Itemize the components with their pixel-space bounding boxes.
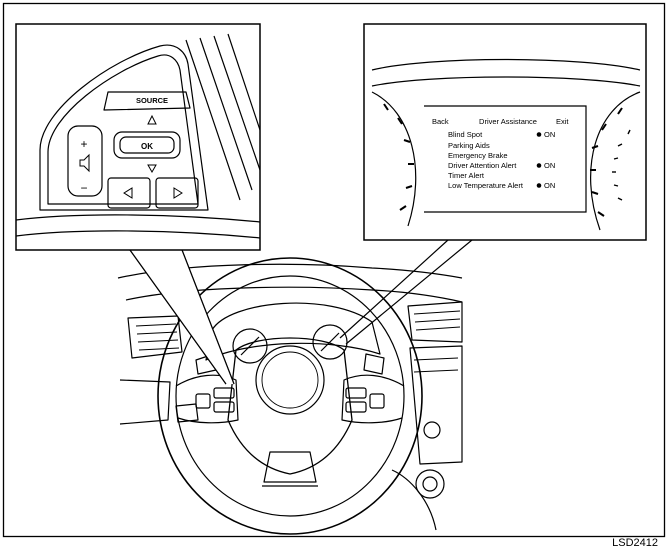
display-exit-label: Exit <box>556 117 569 126</box>
menu-item-status: ON <box>544 130 555 139</box>
dashboard-drawing <box>117 257 463 535</box>
menu-item-label: Driver Attention Alert <box>448 161 517 170</box>
menu-item-label: Timer Alert <box>448 171 485 180</box>
speaker-icon <box>79 153 90 173</box>
switch-detail-panel: SOURCE OK + − <box>15 23 261 251</box>
left-arrow-icon <box>123 187 133 199</box>
menu-item-label: Low Temperature Alert <box>448 181 524 190</box>
display-back-label: Back <box>432 117 449 126</box>
figure-code: LSD2412 <box>612 537 658 549</box>
menu-item-label: Parking Aids <box>448 141 490 150</box>
right-gauge-ticks <box>590 107 631 217</box>
display-detail-panel: Back Driver Assistance Exit Blind Spot P… <box>363 23 647 241</box>
down-arrow-icon <box>147 164 157 174</box>
up-arrow-icon <box>147 114 157 125</box>
volume-minus-label: − <box>80 181 87 195</box>
display-menu-list: Blind Spot Parking Aids Emergency Brake … <box>448 130 524 190</box>
callout-lines <box>129 239 473 385</box>
status-dot-icon <box>536 163 542 168</box>
right-arrow-icon <box>173 187 183 199</box>
menu-item-label: Blind Spot <box>448 130 483 139</box>
figure-frame <box>2 2 666 538</box>
display-title: Driver Assistance <box>479 117 537 126</box>
menu-item-status: ON <box>544 181 555 190</box>
left-gauge-ticks <box>383 103 414 211</box>
menu-item-status: ON <box>544 161 555 170</box>
ok-button-label: OK <box>141 142 153 151</box>
source-button-label: SOURCE <box>136 96 168 105</box>
menu-item-label: Emergency Brake <box>448 151 508 160</box>
volume-plus-label: + <box>80 137 87 151</box>
status-dot-icon <box>536 183 542 188</box>
status-dot-icon <box>536 132 542 137</box>
